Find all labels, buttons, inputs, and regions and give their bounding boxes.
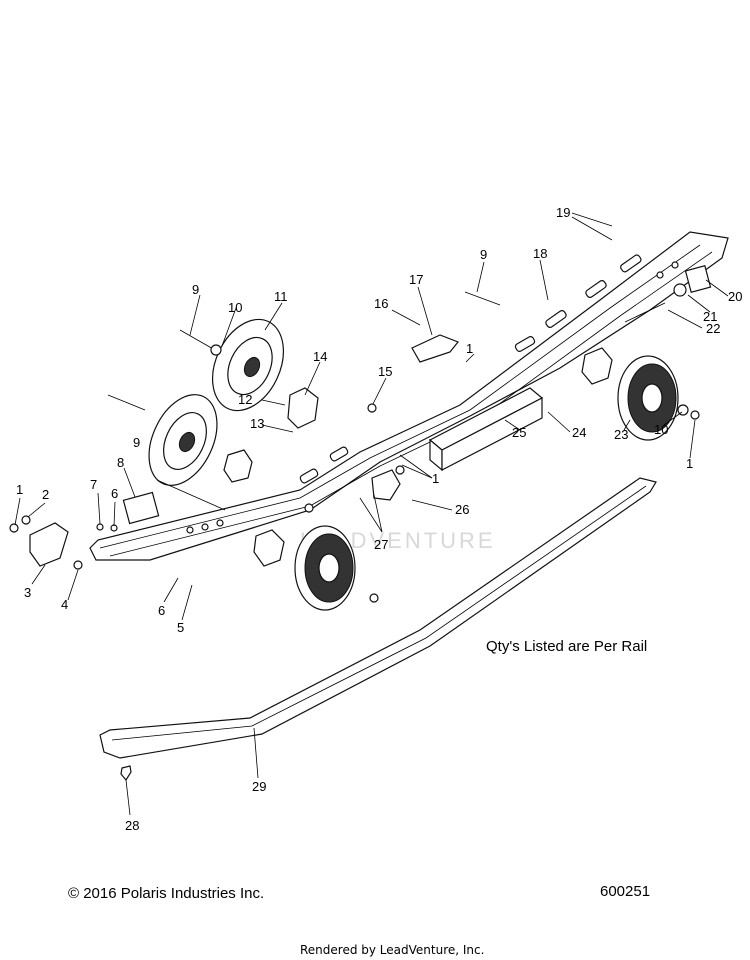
block-8	[122, 491, 160, 525]
callout-28: 28	[125, 818, 139, 833]
nut-rail-front	[304, 503, 314, 513]
callout-13: 13	[250, 416, 264, 431]
callout-3: 3	[24, 585, 31, 600]
nut-1-mid	[395, 465, 405, 475]
idler-wheel-lower	[148, 394, 218, 486]
nut-4	[73, 560, 83, 570]
front-wheel	[294, 525, 356, 611]
screw-28	[120, 765, 132, 782]
bolt-9-left	[107, 394, 146, 411]
suspension-rail	[89, 231, 729, 561]
wheel-bracket-lower	[223, 449, 253, 483]
callout-23: 23	[614, 427, 628, 442]
washer-2	[21, 515, 31, 525]
nut-15	[367, 403, 377, 413]
callout-5: 5	[177, 620, 184, 635]
nut-1-left	[9, 523, 19, 533]
callout-1-left: 1	[16, 482, 23, 497]
callout-11: 11	[274, 289, 288, 304]
per-rail-note: Qty's Listed are Per Rail	[486, 638, 648, 655]
callout-15: 15	[378, 364, 392, 379]
callout-9-upper: 9	[192, 282, 199, 297]
callout-1-rear: 1	[686, 456, 693, 471]
callout-10-rear: 10	[654, 422, 668, 437]
callout-14: 14	[313, 349, 327, 364]
callout-21: 21	[703, 309, 717, 324]
washer-10-upper	[210, 344, 222, 356]
callout-8: 8	[117, 455, 124, 470]
callout-4: 4	[61, 597, 68, 612]
diagram-number: 600251	[600, 883, 651, 900]
nut-7	[96, 523, 104, 531]
callout-1-mid: 1	[466, 341, 473, 356]
nut-1-rear	[690, 410, 700, 420]
callout-19: 19	[556, 205, 570, 220]
wheel-bracket-14	[287, 387, 319, 429]
callout-7: 7	[90, 477, 97, 492]
nut-wheel-front	[369, 593, 379, 603]
rail-cap-3	[29, 522, 69, 567]
bolt-9-upper	[179, 329, 216, 351]
wheel-bracket-front	[253, 529, 285, 567]
callout-2: 2	[42, 487, 49, 502]
rear-wheel	[617, 355, 679, 441]
slide-block	[428, 387, 544, 472]
wheel-bracket-rear	[581, 347, 613, 385]
callout-labels: 1 2 3 4 5 6 6 7 8 9 9 9 10 10 11 12 13 1…	[16, 205, 742, 833]
callout-9-right: 9	[480, 247, 487, 262]
callout-25: 25	[512, 425, 526, 440]
callout-22: 22	[706, 321, 720, 336]
callout-20: 20	[728, 289, 742, 304]
callout-24: 24	[572, 425, 586, 440]
nut-21	[673, 283, 687, 297]
cam-27	[371, 469, 401, 501]
callout-1-center: 1	[432, 471, 439, 486]
callout-10-upper: 10	[228, 300, 242, 315]
rendered-by-text: Rendered by LeadVenture, Inc.	[300, 943, 485, 957]
callout-17: 17	[409, 272, 423, 287]
plate-20	[684, 265, 712, 293]
wear-strip	[99, 477, 657, 759]
copyright-text: © 2016 Polaris Industries Inc.	[68, 885, 265, 902]
callout-16: 16	[374, 296, 388, 311]
callout-18: 18	[533, 246, 547, 261]
callout-9-lower: 9	[133, 435, 140, 450]
bracket-17	[411, 334, 459, 363]
callout-27: 27	[374, 537, 388, 552]
callout-6-lower: 6	[158, 603, 165, 618]
callout-6-upper: 6	[111, 486, 118, 501]
callout-26: 26	[455, 502, 469, 517]
bolt-9-lower	[156, 479, 226, 511]
callout-12: 12	[238, 392, 252, 407]
bolt-9-right	[464, 291, 501, 306]
leader-lines	[14, 212, 729, 816]
washer-10-rear	[677, 404, 689, 416]
callout-29: 29	[252, 779, 266, 794]
bolt-22	[624, 302, 666, 323]
